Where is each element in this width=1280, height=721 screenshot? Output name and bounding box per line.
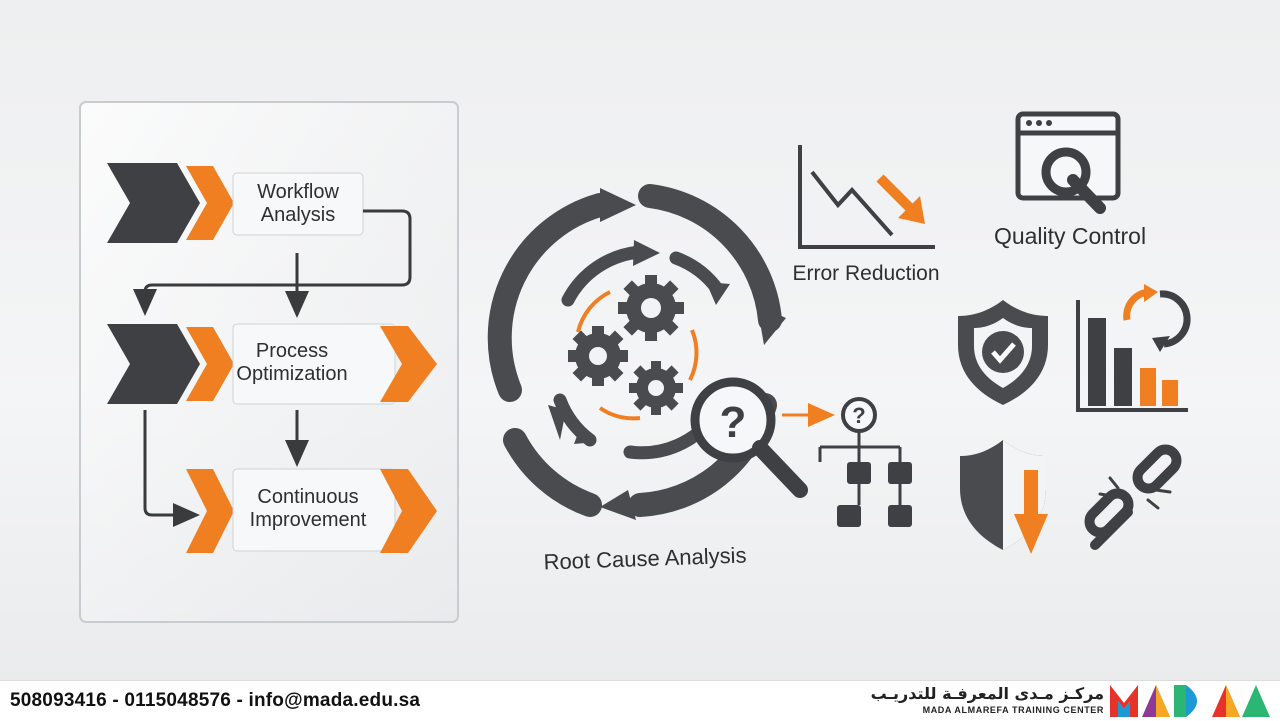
shield-check-icon [958,300,1048,405]
brand-name-english: MADA ALMAREFA TRAINING CENTER [922,705,1104,715]
cycle-arrowheads [548,188,786,520]
contact-info: 508093416 - 0115048576 - info@mada.edu.s… [10,690,421,711]
footer-bar: 508093416 - 0115048576 - info@mada.edu.s… [0,680,1280,721]
shield-down-arrow-icon [960,440,1048,554]
label-continuous-improvement: Continuous Improvement [249,486,367,531]
step-process-optimization [107,323,437,405]
orange-inner-arrows [576,290,699,421]
magnifier-question-icon: ? [690,377,808,498]
quality-window-icon [1015,111,1121,214]
flow-connectors [133,209,835,527]
step-continuous-improvement [186,468,437,553]
declining-chart-icon [798,145,935,249]
label-process-optimization: Process Optimization [236,340,348,385]
step-workflow-analysis [107,163,364,243]
gears-icon [568,275,684,415]
question-tree-icon: ? [818,397,912,527]
brand-name-arabic: مركـز مـدى المعرفـة للتدريـب [870,684,1104,703]
diagram-scene: ? ? [79,101,1191,623]
label-workflow-analysis: Workflow Analysis [257,181,339,226]
svg-text:?: ? [720,398,747,447]
broken-chain-icon [1084,444,1182,550]
mada-logo [1110,685,1270,717]
diagram-canvas: ? ? [79,101,1191,623]
bar-chart-cycle-icon [1076,284,1191,412]
label-error-reduction: Error Reduction [792,262,940,285]
label-quality-control: Quality Control [993,223,1147,249]
svg-text:?: ? [852,403,865,428]
